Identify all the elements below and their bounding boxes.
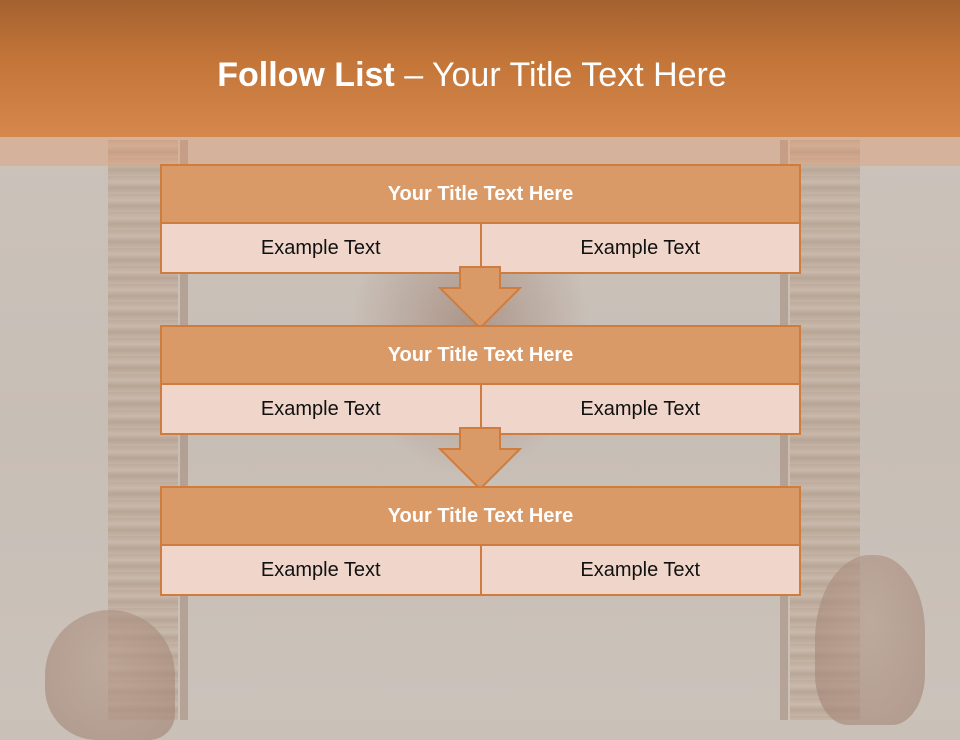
block-cell-right: Example Text xyxy=(479,546,799,594)
slide-title: Follow List – Your Title Text Here xyxy=(0,52,944,98)
header-band xyxy=(0,0,960,137)
down-arrow-icon xyxy=(438,266,522,330)
slide-title-rest: – Your Title Text Here xyxy=(394,56,727,94)
block-title: Your Title Text Here xyxy=(162,488,799,546)
list-block-1: Your Title Text Here Example Text Exampl… xyxy=(160,164,801,274)
block-cell-right: Example Text xyxy=(479,385,799,433)
left-hand-image xyxy=(45,610,175,740)
down-arrow-icon xyxy=(438,427,522,491)
block-cell-left: Example Text xyxy=(162,385,480,433)
slide-title-bold: Follow List xyxy=(217,56,395,94)
block-row: Example Text Example Text xyxy=(162,385,799,433)
block-title: Your Title Text Here xyxy=(162,166,799,224)
block-title: Your Title Text Here xyxy=(162,327,799,385)
header-strip xyxy=(0,137,960,166)
block-cell-left: Example Text xyxy=(162,546,480,594)
list-block-3: Your Title Text Here Example Text Exampl… xyxy=(160,486,801,596)
block-row: Example Text Example Text xyxy=(162,224,799,272)
block-cell-right: Example Text xyxy=(479,224,799,272)
right-hand-image xyxy=(815,555,925,725)
block-row: Example Text Example Text xyxy=(162,546,799,594)
list-block-2: Your Title Text Here Example Text Exampl… xyxy=(160,325,801,435)
block-cell-left: Example Text xyxy=(162,224,480,272)
